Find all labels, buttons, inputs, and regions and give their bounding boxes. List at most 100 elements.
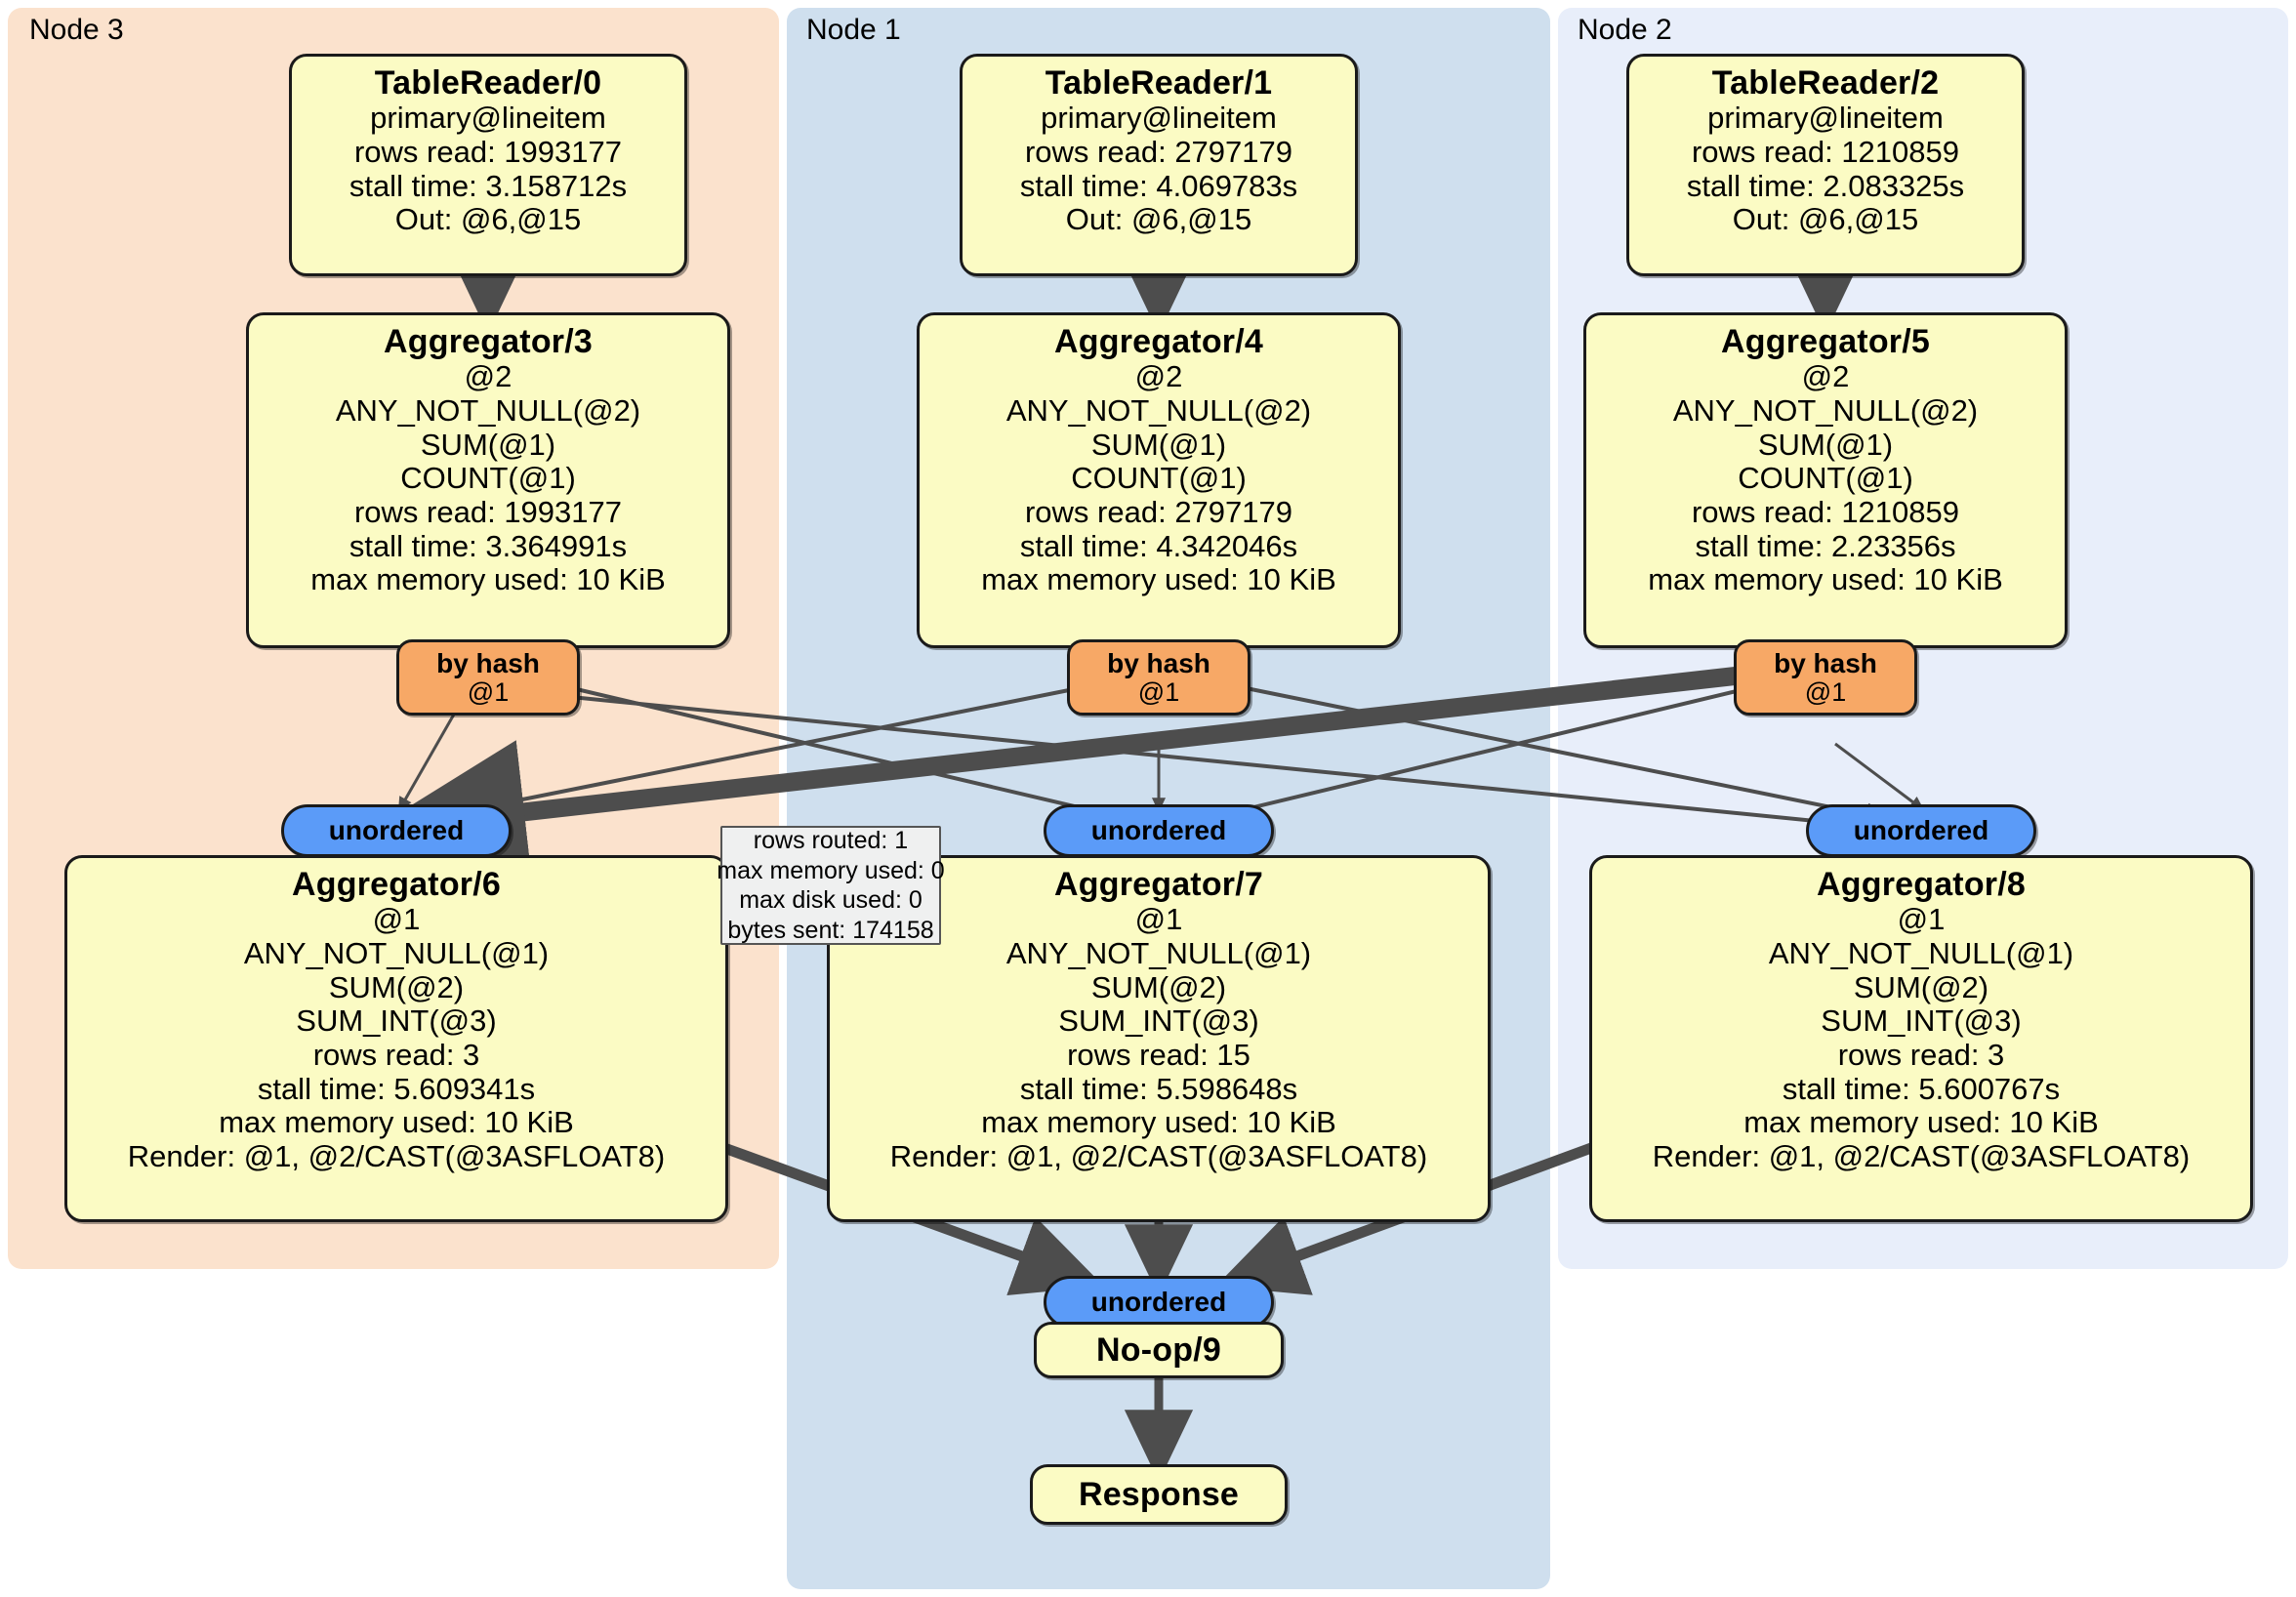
stream-label: unordered <box>1090 815 1227 845</box>
processor-detail: rows read: 2797179 <box>1024 134 1293 169</box>
processor-detail: rows read: 1993177 <box>353 134 623 169</box>
stream-unordered-7[interactable]: unordered <box>1044 804 1274 857</box>
processor-detail: rows read: 15 <box>1067 1037 1250 1072</box>
processor-detail: SUM(@2) <box>328 969 465 1004</box>
processor-detail: ANY_NOT_NULL(@2) <box>335 392 641 428</box>
processor-title: TableReader/0 <box>374 64 602 102</box>
processor-detail: max memory used: 10 KiB <box>1743 1105 2099 1140</box>
processor-detail: ANY_NOT_NULL(@1) <box>243 935 550 970</box>
processor-detail: rows read: 1210859 <box>1691 134 1960 169</box>
processor-title: TableReader/1 <box>1045 64 1273 102</box>
stat-line: max disk used: 0 <box>739 886 922 914</box>
processor-detail: @2 <box>464 359 512 394</box>
router-by-hash-5[interactable]: by hash @1 <box>1734 639 1917 716</box>
stream-label: unordered <box>1090 1287 1227 1317</box>
processor-title: TableReader/2 <box>1711 64 1940 102</box>
processor-no-op-9[interactable]: No-op/9 <box>1034 1322 1284 1378</box>
processor-detail: ANY_NOT_NULL(@1) <box>1005 935 1312 970</box>
stream-unordered-6[interactable]: unordered <box>281 804 512 857</box>
router-label: by hash <box>436 648 540 679</box>
processor-aggregator-8[interactable]: Aggregator/8 @1 ANY_NOT_NULL(@1) SUM(@2)… <box>1589 855 2253 1222</box>
processor-detail: SUM_INT(@3) <box>1058 1003 1259 1039</box>
stat-line: bytes sent: 174158 <box>727 916 934 944</box>
processor-detail: stall time: 5.598648s <box>1019 1071 1298 1106</box>
router-label: by hash <box>1774 648 1877 679</box>
processor-detail: SUM(@1) <box>1757 427 1894 462</box>
processor-detail: @1 <box>1897 902 1946 937</box>
processor-detail: stall time: 2.23356s <box>1695 528 1956 563</box>
processor-title: Aggregator/6 <box>292 866 501 903</box>
router-label: by hash <box>1107 648 1210 679</box>
processor-detail: rows read: 1993177 <box>353 494 623 529</box>
processor-detail: SUM(@1) <box>420 427 556 462</box>
stat-line: max memory used: 0 <box>717 856 945 884</box>
processor-aggregator-3[interactable]: Aggregator/3 @2 ANY_NOT_NULL(@2) SUM(@1)… <box>246 312 730 648</box>
processor-title: No-op/9 <box>1096 1331 1221 1369</box>
cluster-label-node-3: Node 3 <box>29 14 124 46</box>
processor-detail: max memory used: 10 KiB <box>219 1105 574 1140</box>
processor-detail: max memory used: 10 KiB <box>1648 562 2003 597</box>
processor-detail: stall time: 3.158712s <box>348 168 628 203</box>
processor-detail: rows read: 3 <box>312 1037 480 1072</box>
processor-detail: SUM_INT(@3) <box>296 1003 497 1039</box>
processor-detail: ANY_NOT_NULL(@1) <box>1768 935 2074 970</box>
cluster-label-node-1: Node 1 <box>806 14 901 46</box>
processor-detail: stall time: 5.600767s <box>1782 1071 2061 1106</box>
processor-detail: Render: @1, @2/CAST(@3ASFLOAT8) <box>889 1139 1428 1174</box>
processor-detail: Render: @1, @2/CAST(@3ASFLOAT8) <box>127 1139 666 1174</box>
processor-detail: COUNT(@1) <box>400 461 576 496</box>
cluster-label-node-2: Node 2 <box>1578 14 1672 46</box>
router-column: @1 <box>1804 676 1847 707</box>
processor-detail: COUNT(@1) <box>1738 461 1913 496</box>
router-by-hash-3[interactable]: by hash @1 <box>396 639 580 716</box>
processor-aggregator-4[interactable]: Aggregator/4 @2 ANY_NOT_NULL(@2) SUM(@1)… <box>917 312 1401 648</box>
processor-detail: stall time: 2.083325s <box>1686 168 1965 203</box>
processor-detail: max memory used: 10 KiB <box>310 562 666 597</box>
processor-table-reader-1[interactable]: TableReader/1 primary@lineitem rows read… <box>960 54 1358 276</box>
processor-title: Aggregator/5 <box>1721 323 1930 360</box>
processor-detail: primary@lineitem <box>1041 101 1277 136</box>
processor-detail: Render: @1, @2/CAST(@3ASFLOAT8) <box>1652 1139 2191 1174</box>
processor-detail: @2 <box>1801 359 1850 394</box>
stat-line: rows routed: 1 <box>753 827 909 854</box>
processor-detail: rows read: 3 <box>1837 1037 2005 1072</box>
processor-title: Aggregator/4 <box>1054 323 1263 360</box>
stream-unordered-final[interactable]: unordered <box>1044 1276 1274 1329</box>
processor-detail: COUNT(@1) <box>1071 461 1247 496</box>
processor-detail: Out: @6,@15 <box>1065 202 1252 237</box>
processor-response[interactable]: Response <box>1030 1464 1288 1525</box>
processor-detail: rows read: 1210859 <box>1691 494 1960 529</box>
processor-detail: @1 <box>1134 902 1183 937</box>
processor-detail: primary@lineitem <box>370 101 606 136</box>
processor-detail: max memory used: 10 KiB <box>981 562 1336 597</box>
processor-detail: ANY_NOT_NULL(@2) <box>1672 392 1979 428</box>
processor-title: Aggregator/7 <box>1054 866 1263 903</box>
processor-detail: stall time: 3.364991s <box>348 528 628 563</box>
processor-detail: SUM(@1) <box>1090 427 1227 462</box>
processor-detail: Out: @6,@15 <box>394 202 582 237</box>
processor-detail: stall time: 5.609341s <box>257 1071 536 1106</box>
processor-table-reader-2[interactable]: TableReader/2 primary@lineitem rows read… <box>1626 54 2025 276</box>
processor-title: Aggregator/3 <box>384 323 593 360</box>
stream-unordered-8[interactable]: unordered <box>1806 804 2036 857</box>
processor-detail: @1 <box>372 902 421 937</box>
stream-label: unordered <box>328 815 465 845</box>
processor-aggregator-5[interactable]: Aggregator/5 @2 ANY_NOT_NULL(@2) SUM(@1)… <box>1583 312 2068 648</box>
router-column: @1 <box>1137 676 1180 707</box>
processor-detail: rows read: 2797179 <box>1024 494 1293 529</box>
stream-label: unordered <box>1853 815 1989 845</box>
processor-detail: SUM(@2) <box>1853 969 1989 1004</box>
processor-table-reader-0[interactable]: TableReader/0 primary@lineitem rows read… <box>289 54 687 276</box>
processor-detail: stall time: 4.342046s <box>1019 528 1298 563</box>
processor-detail: primary@lineitem <box>1707 101 1944 136</box>
processor-detail: SUM_INT(@3) <box>1821 1003 2022 1039</box>
processor-aggregator-6[interactable]: Aggregator/6 @1 ANY_NOT_NULL(@1) SUM(@2)… <box>64 855 728 1222</box>
processor-title: Aggregator/8 <box>1817 866 2026 903</box>
processor-detail: max memory used: 10 KiB <box>981 1105 1336 1140</box>
router-stats-box: rows routed: 1 max memory used: 0 max di… <box>717 826 945 945</box>
processor-detail: ANY_NOT_NULL(@2) <box>1005 392 1312 428</box>
processor-detail: stall time: 4.069783s <box>1019 168 1298 203</box>
processor-detail: SUM(@2) <box>1090 969 1227 1004</box>
router-by-hash-4[interactable]: by hash @1 <box>1067 639 1250 716</box>
